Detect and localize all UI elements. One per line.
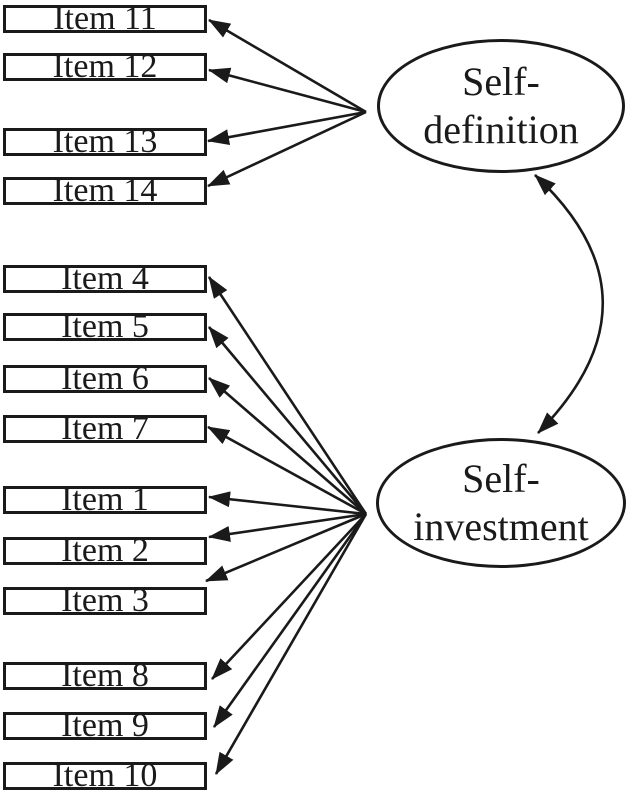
factor-ellipse-self-investment: Self- investment <box>376 438 626 568</box>
item-label: Item 10 <box>52 757 158 794</box>
item-label: Item 14 <box>52 172 158 209</box>
item-label: Item 6 <box>61 360 149 397</box>
loading-arrow-item-2 <box>208 512 367 542</box>
loading-arrow-item-3 <box>205 512 367 583</box>
factor-label-self-investment: Self- investment <box>413 456 589 549</box>
item-box-4: Item 4 <box>3 260 207 297</box>
item-label: Item 8 <box>61 657 149 694</box>
item-box-3: Item 3 <box>3 582 207 619</box>
item-label: Item 12 <box>52 48 158 85</box>
loading-arrow-item-8 <box>211 513 367 680</box>
item-box-14: Item 14 <box>3 172 207 209</box>
covariance-arrow <box>534 174 604 434</box>
item-label: Item 7 <box>61 410 149 447</box>
loading-arrow-item-5 <box>208 326 367 515</box>
loading-arrow-item-4 <box>207 276 368 515</box>
item-box-7: Item 7 <box>3 410 207 447</box>
item-box-10: Item 10 <box>3 757 207 794</box>
loading-arrow-item-13 <box>207 110 367 146</box>
item-label: Item 2 <box>61 532 149 569</box>
item-box-13: Item 13 <box>3 123 207 160</box>
item-label: Item 9 <box>61 707 149 744</box>
item-box-11: Item 11 <box>3 0 207 37</box>
loading-arrow-item-7 <box>207 425 367 516</box>
item-label: Item 4 <box>61 260 149 297</box>
factor-label-self-definition: Self- definition <box>423 59 579 152</box>
item-label: Item 11 <box>53 0 157 37</box>
item-box-5: Item 5 <box>3 308 207 345</box>
item-label: Item 3 <box>61 582 149 619</box>
loading-arrow-item-10 <box>214 513 368 775</box>
item-box-2: Item 2 <box>3 532 207 569</box>
loading-arrow-item-6 <box>208 377 367 515</box>
factor-ellipse-self-definition: Self- definition <box>377 39 625 173</box>
loading-arrow-item-11 <box>208 18 367 114</box>
item-box-8: Item 8 <box>3 657 207 694</box>
item-box-9: Item 9 <box>3 707 207 744</box>
item-box-12: Item 12 <box>3 48 207 85</box>
loading-arrow-item-1 <box>208 491 367 516</box>
loading-arrow-item-12 <box>208 67 367 114</box>
loading-arrow-item-9 <box>212 513 368 728</box>
item-label: Item 5 <box>61 308 149 345</box>
item-box-1: Item 1 <box>3 481 207 518</box>
item-label: Item 13 <box>52 123 158 160</box>
item-box-6: Item 6 <box>3 360 207 397</box>
item-label: Item 1 <box>61 481 149 518</box>
loading-arrow-item-14 <box>207 110 367 188</box>
